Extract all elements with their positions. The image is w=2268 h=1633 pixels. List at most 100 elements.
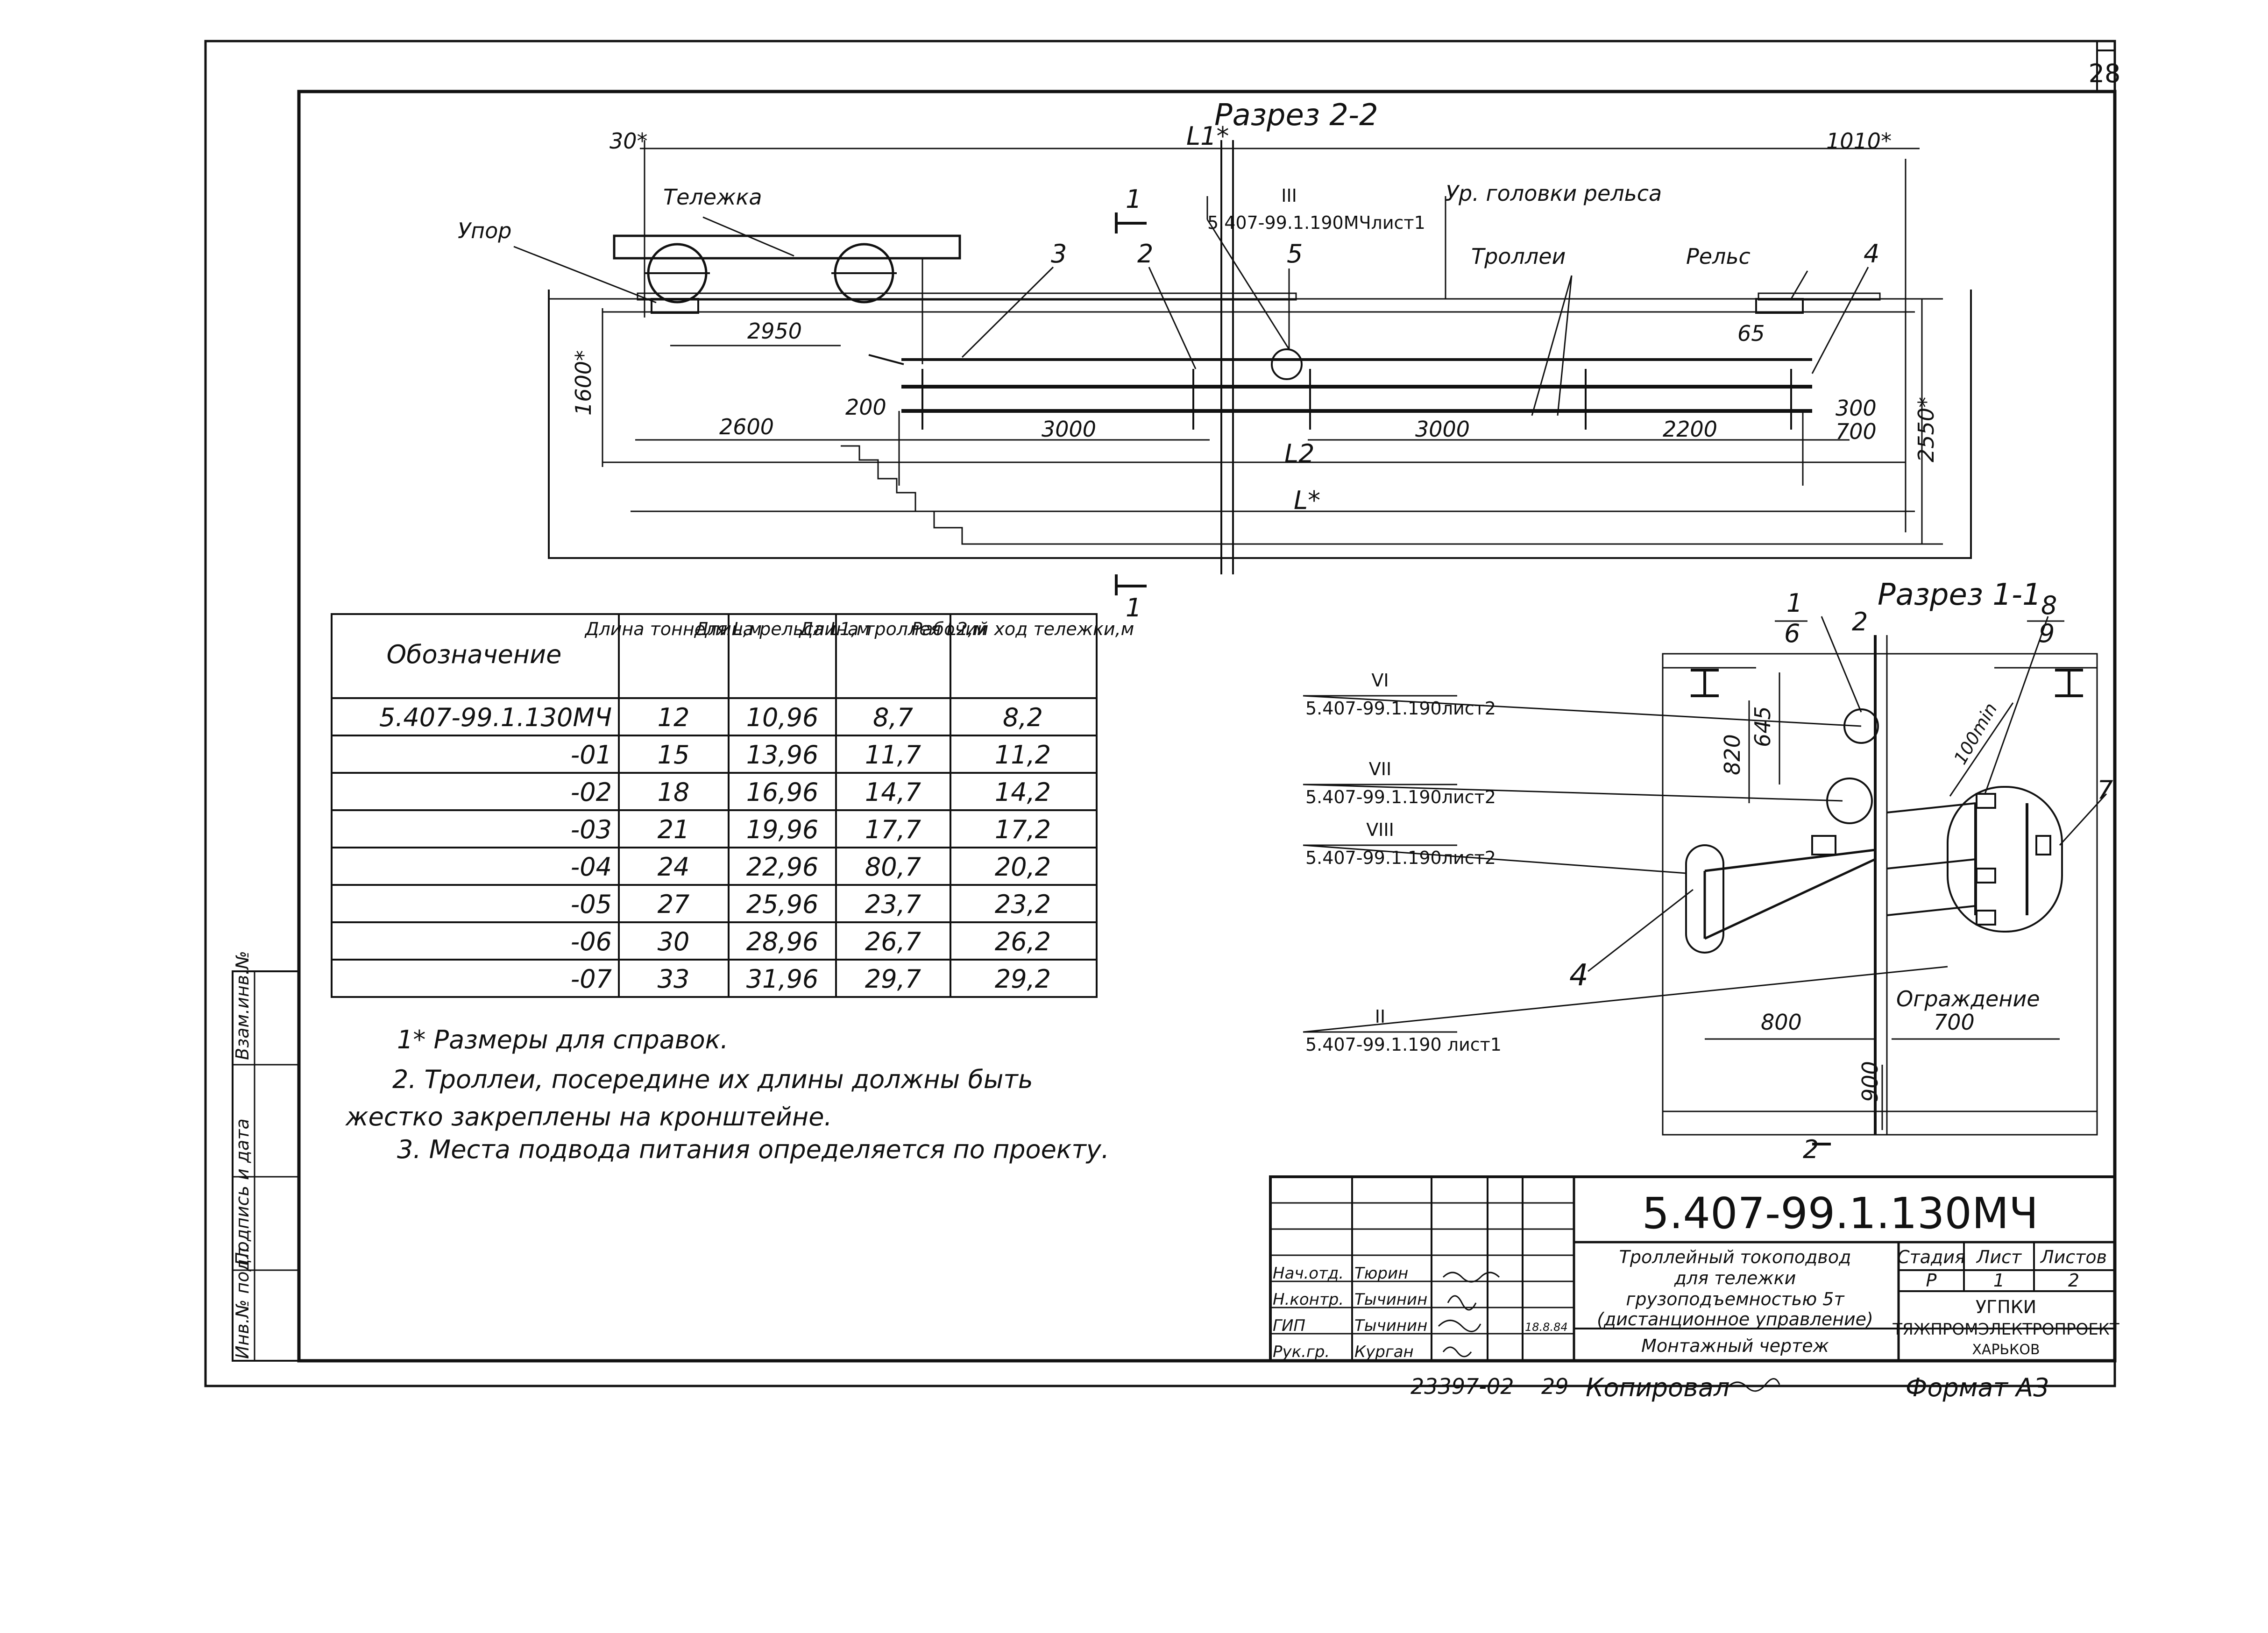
table-cell: 29,7: [865, 964, 921, 994]
dim-900: 900: [1857, 1061, 1883, 1102]
table-cell: 14,7: [865, 778, 921, 807]
archive-no: 23397-02: [1410, 1374, 1514, 1399]
table-cell: 17,2: [995, 815, 1051, 844]
dim-820: 820: [1720, 734, 1745, 775]
table-cell: 31,96: [746, 964, 819, 994]
ref-8-num: VIII: [1366, 820, 1394, 840]
role-2: Н.контр.: [1273, 1290, 1344, 1309]
table-cell: -04: [571, 852, 612, 882]
table-cell: 11,2: [995, 740, 1051, 770]
mark-1: 1: [1786, 588, 1802, 618]
dim-645: 645: [1750, 706, 1775, 747]
table-cell: 24: [658, 852, 690, 882]
dim-800: 800: [1761, 1010, 1802, 1035]
side-stamp: [232, 970, 300, 1362]
length-table-grid: [331, 613, 1098, 998]
table-cell: 11,7: [865, 740, 921, 770]
table-cell: 26,7: [865, 927, 921, 956]
length-table: Обозначение Длина тоннеля L,м Длина рель…: [387, 619, 1134, 669]
table-cell: 13,96: [746, 740, 819, 770]
ref-2-doc: 5.407-99.1.190 лист1: [1305, 1034, 1502, 1055]
hdr-sheets: Листов: [2040, 1247, 2107, 1267]
label-trolleys: Троллеи: [1471, 244, 1566, 269]
dim-2550: 2550*: [1914, 397, 1939, 462]
table-cell: 16,96: [746, 778, 819, 807]
format: Формат А3: [1906, 1373, 2049, 1402]
doc-code: 5.407-99.1.130МЧ: [1642, 1188, 2039, 1238]
label-stop: Упор: [458, 218, 511, 243]
role-3: ГИП: [1273, 1316, 1305, 1335]
ref-7-num: VII: [1369, 759, 1391, 779]
table-cell: 8,2: [1003, 703, 1043, 732]
title-block: 5.407-99.1.130МЧ Троллейный токоподвод д…: [1273, 1188, 2119, 1361]
pos-4: 4: [1864, 239, 1879, 269]
dim-700: 700: [1836, 419, 1877, 444]
table-cell: 25,96: [746, 890, 819, 919]
doc-title-1: Троллейный токоподвод: [1619, 1247, 1851, 1267]
note-3: 3. Места подвода питания определяется по…: [397, 1135, 1109, 1164]
table-cell: 28,96: [746, 927, 819, 956]
org-3: ХАРЬКОВ: [1972, 1342, 2040, 1358]
val-sheets: 2: [2068, 1270, 2079, 1291]
table-cell: -01: [571, 740, 612, 770]
ref-8-doc: 5.407-99.1.190лист2: [1305, 848, 1496, 868]
section-2-2: [513, 140, 1972, 595]
doc-title-5: Монтажный чертеж: [1641, 1336, 1829, 1356]
note-1: 1* Размеры для справок.: [397, 1025, 728, 1054]
label-fence: Ограждение: [1896, 986, 2040, 1011]
th-tunnel: Длина тоннеля L,м: [584, 619, 762, 639]
stamp-inv: Инв.№ подл.: [232, 1242, 253, 1359]
table-cell: 8,7: [873, 703, 913, 732]
mark-4: 4: [1569, 958, 1588, 993]
table-cell: 5.407-99.1.130МЧ: [379, 703, 612, 732]
val-sheet: 1: [1993, 1270, 2005, 1291]
label-rail-head-level: Ур. головки рельса: [1446, 181, 1662, 206]
dim-2600: 2600: [719, 414, 774, 439]
section-1-1: [1303, 616, 2107, 1145]
ref-6-num: VI: [1371, 670, 1389, 691]
table-cell: 15: [658, 740, 690, 770]
section-mark-bottom: 1: [1126, 593, 1141, 622]
table-cell: -06: [571, 927, 612, 956]
dim-30: 30*: [610, 128, 648, 154]
ref-7-doc: 5.407-99.1.190лист2: [1305, 787, 1496, 807]
note-2: 2. Троллеи, посередине их длины должны б…: [392, 1065, 1033, 1094]
doc-title-3: грузоподъемностью 5т: [1626, 1289, 1845, 1309]
table-cell: 80,7: [865, 852, 921, 882]
node-ref-3-doc: 5.407-99.1.190МЧлист1: [1207, 212, 1425, 233]
pos-5: 5: [1287, 239, 1303, 269]
copied-by: Копировал: [1586, 1373, 1730, 1402]
section-2-2-title: Разрез 2-2: [1214, 98, 1378, 133]
name-2: Тычинин: [1354, 1290, 1427, 1309]
table-cell: 10,96: [746, 703, 819, 732]
table-cell: 20,2: [995, 852, 1051, 882]
sheet-number: 28: [2089, 59, 2121, 88]
table-cell: -05: [571, 890, 612, 919]
dim-1600: 1600*: [571, 350, 596, 416]
section-1-1-title: Разрез 1-1: [1878, 578, 2041, 612]
doc-title-2: для тележки: [1674, 1268, 1796, 1288]
table-cell: 19,96: [746, 815, 819, 844]
table-cell: 21: [658, 815, 690, 844]
table-cell: 14,2: [995, 778, 1051, 807]
mark-9: 9: [2039, 619, 2055, 648]
hdr-sheet: Лист: [1976, 1247, 2022, 1267]
dim-L: L*: [1294, 486, 1320, 515]
mark-cut-2: 2: [1803, 1135, 1819, 1164]
dim-2950: 2950: [747, 318, 802, 344]
section-mark-top: 1: [1126, 184, 1141, 214]
table-cell: 23,2: [995, 890, 1051, 919]
table-cell: 30: [658, 927, 690, 956]
pos-3: 3: [1051, 239, 1067, 269]
org-1: УГПКИ: [1976, 1297, 2036, 1317]
label-trolley: Тележка: [663, 184, 762, 210]
dim-1010: 1010*: [1826, 128, 1892, 154]
sheet-frame: [204, 40, 2117, 1387]
table-cell: 29,2: [995, 964, 1051, 994]
val-stage: Р: [1926, 1270, 1937, 1291]
dim-65: 65: [1737, 321, 1765, 346]
archive-seq: 29: [1541, 1374, 1569, 1399]
dim-3000b: 3000: [1415, 417, 1470, 442]
ref-6-doc: 5.407-99.1.190лист2: [1305, 698, 1496, 719]
